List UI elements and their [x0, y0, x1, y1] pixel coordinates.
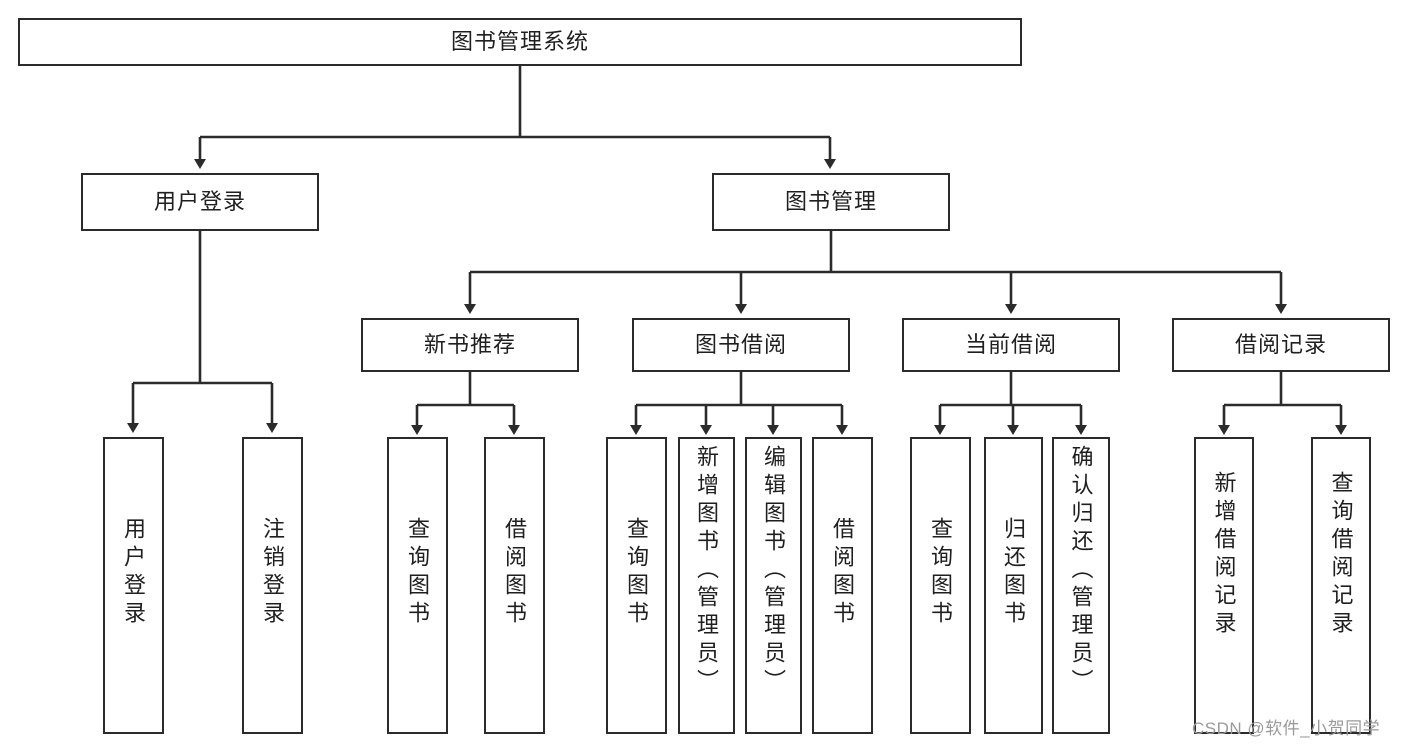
node-leaf-add-book-admin-label: 新增图书（管理员） — [694, 445, 720, 697]
node-book-manage-label: 图书管理 — [784, 188, 877, 214]
node-leaf-user-logout[interactable]: 注销登录 — [242, 437, 303, 734]
csdn-watermark: CSDN @软件_小贺同学 — [1192, 719, 1381, 738]
node-leaf-borrow-book-recommend[interactable]: 借阅图书 — [484, 437, 545, 734]
node-current-borrow-label: 当前借阅 — [964, 331, 1057, 357]
node-leaf-borrow-book-recommend-label: 借阅图书 — [502, 517, 528, 629]
node-user-login[interactable]: 用户登录 — [81, 173, 319, 231]
node-book-borrow[interactable]: 图书借阅 — [632, 318, 850, 372]
node-leaf-user-logout-label: 注销登录 — [260, 517, 286, 629]
node-new-book-recommend[interactable]: 新书推荐 — [361, 318, 579, 372]
node-leaf-user-login[interactable]: 用户登录 — [103, 437, 164, 734]
node-leaf-add-borrow-record[interactable]: 新增借阅记录 — [1194, 437, 1254, 734]
node-leaf-edit-book-admin-label: 编辑图书（管理员） — [761, 445, 787, 697]
node-leaf-query-borrow-record[interactable]: 查询借阅记录 — [1311, 437, 1371, 734]
node-leaf-query-book-borrow-label: 查询图书 — [624, 517, 650, 629]
node-leaf-borrow-book[interactable]: 借阅图书 — [812, 437, 873, 734]
node-root[interactable]: 图书管理系统 — [18, 18, 1022, 66]
node-leaf-query-book-recommend[interactable]: 查询图书 — [387, 437, 448, 734]
node-new-book-recommend-label: 新书推荐 — [423, 331, 516, 357]
node-borrow-record-label: 借阅记录 — [1234, 331, 1327, 357]
node-leaf-query-borrow-record-label: 查询借阅记录 — [1328, 471, 1354, 639]
node-leaf-confirm-return-admin[interactable]: 确认归还（管理员） — [1052, 437, 1110, 734]
node-leaf-add-borrow-record-label: 新增借阅记录 — [1211, 471, 1237, 639]
node-leaf-edit-book-admin[interactable]: 编辑图书（管理员） — [745, 437, 802, 734]
node-leaf-add-book-admin[interactable]: 新增图书（管理员） — [678, 437, 735, 734]
node-book-manage[interactable]: 图书管理 — [712, 173, 950, 231]
node-root-label: 图书管理系统 — [450, 28, 589, 54]
node-user-login-label: 用户登录 — [153, 188, 246, 214]
node-leaf-confirm-return-admin-label: 确认归还（管理员） — [1068, 445, 1094, 697]
node-leaf-query-book-current-label: 查询图书 — [928, 517, 954, 629]
node-leaf-return-book[interactable]: 归还图书 — [984, 437, 1043, 734]
node-leaf-query-book-current[interactable]: 查询图书 — [910, 437, 971, 734]
node-leaf-query-book-recommend-label: 查询图书 — [405, 517, 431, 629]
node-leaf-user-login-label: 用户登录 — [121, 517, 147, 629]
node-current-borrow[interactable]: 当前借阅 — [902, 318, 1120, 372]
node-leaf-borrow-book-label: 借阅图书 — [830, 517, 856, 629]
node-borrow-record[interactable]: 借阅记录 — [1172, 318, 1390, 372]
node-book-borrow-label: 图书借阅 — [694, 331, 787, 357]
node-leaf-query-book-borrow[interactable]: 查询图书 — [606, 437, 667, 734]
node-leaf-return-book-label: 归还图书 — [1001, 517, 1027, 629]
